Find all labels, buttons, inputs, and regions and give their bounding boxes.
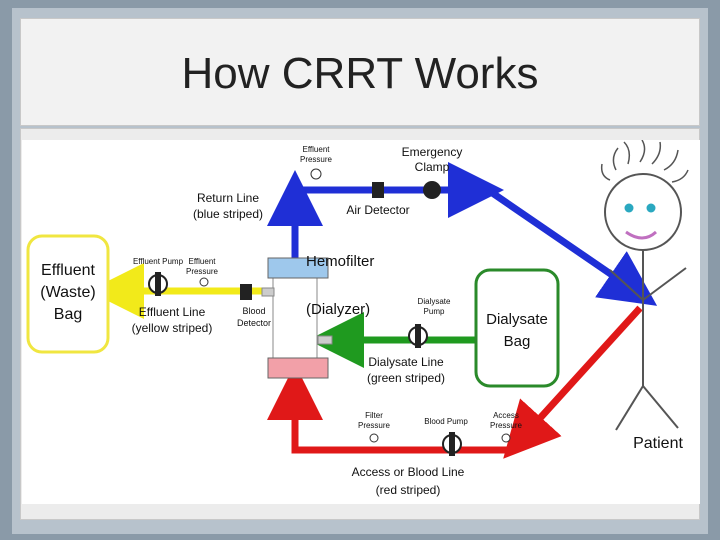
dialysate-pump-icon [408,324,428,348]
blood-pump-icon [442,432,462,456]
crrt-diagram: Effluent (Waste) Bag Dialysate Bag Hemof… [22,139,700,504]
dialysate-pump-label-1: Dialysate [418,297,451,306]
blood-detector-label-2: Detector [237,318,271,328]
air-detector: Air Detector [346,182,410,217]
filter-pressure-gauge-icon [369,433,379,443]
effluent-bag-label-3: Bag [54,306,82,323]
blood-pump-label: Blood Pump [424,417,468,426]
effluent-pressure-gauge-icon [199,277,209,287]
access-pressure-gauge-icon [501,433,511,443]
effluent-pressure-top-label-1: Effluent [303,145,331,154]
hemofilter-label-2: (Dialyzer) [306,301,370,318]
patient-eye-icon [646,203,656,213]
dialysate-bag-label-1: Dialysate [486,311,548,328]
emergency-clamp-label-1: Emergency [402,145,463,159]
dialysate-bag: Dialysate Bag [474,268,560,388]
effluent-line-label-1: Effluent Line [139,305,206,319]
blood-detector-icon [240,284,252,300]
effluent-pressure-top-label-2: Pressure [300,155,333,164]
patient-mouth-icon [625,230,658,240]
effluent-pressure-left-label-1: Effluent [189,257,217,266]
access-line-label-2: (red striped) [376,483,441,497]
dialysate-line-label-1: Dialysate Line [368,355,444,369]
patient-label: Patient [633,435,683,452]
effluent-line-label-2: (yellow striped) [132,321,213,335]
effluent-pressure-left-label-2: Pressure [186,267,219,276]
filter-pressure-label-2: Pressure [358,421,391,430]
emergency-clamp: Emergency Clamp [402,145,463,199]
effluent-bag: Effluent (Waste) Bag [26,234,110,354]
effluent-pump-label: Effluent Pump [133,257,184,266]
emergency-clamp-label-2: Clamp [415,160,450,174]
effluent-pump-icon [148,272,168,296]
access-line [267,305,643,459]
access-pressure-label-1: Access [493,411,519,420]
air-detector-label: Air Detector [346,203,409,217]
patient-figure [600,139,689,431]
access-line-label-1: Access or Blood Line [352,465,465,479]
effluent-bag-label-2: (Waste) [40,284,95,301]
return-line-label-1: Return Line [197,191,259,205]
hemofilter: Hemofilter (Dialyzer) [261,253,374,379]
access-pressure-label-2: Pressure [490,421,523,430]
slide-title: How CRRT Works [181,49,539,98]
dialysate-bag-label-2: Bag [504,333,531,350]
dialysate-line-label-2: (green striped) [367,371,445,385]
dialysate-pump-label-2: Pump [424,307,445,316]
blood-detector-label-1: Blood [242,306,265,316]
title-panel: How CRRT Works [20,18,700,126]
effluent-bag-label-1: Effluent [41,262,96,279]
pressure-gauge-icon [310,168,322,180]
return-line-label-2: (blue striped) [193,207,263,221]
return-line [267,162,658,306]
filter-pressure-label-1: Filter [365,411,383,420]
patient-eye-icon [624,203,634,213]
hemofilter-label-1: Hemofilter [306,253,374,270]
